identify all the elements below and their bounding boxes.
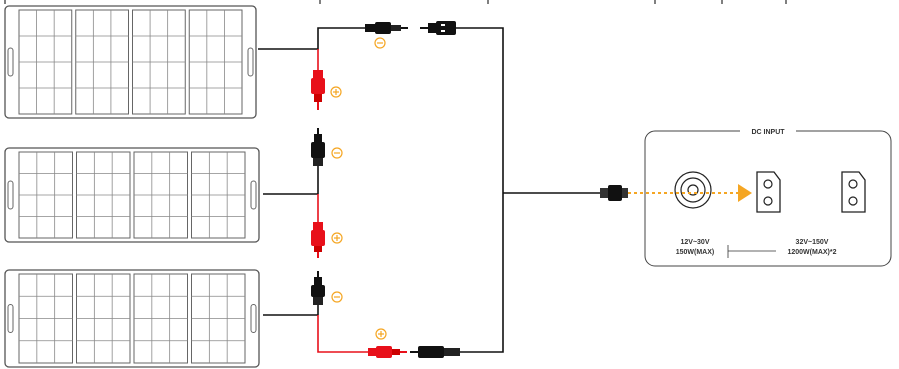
port1-spec-power: 150W(MAX) (676, 249, 715, 256)
panel-3-wiring (263, 305, 368, 353)
xt60-port-1 (756, 171, 781, 213)
port2-spec-power: 1200W(MAX)*2 (787, 249, 836, 256)
round-dc-port (674, 171, 712, 209)
panel-handle (250, 304, 257, 333)
panel-handle (7, 47, 14, 77)
panel-handle (7, 304, 14, 333)
positive-symbol-panel-2 (331, 232, 343, 244)
extension-cables (456, 27, 600, 353)
panel-handle (7, 180, 14, 210)
solar-panel-1 (4, 5, 257, 119)
extension-cable-bottom-connector (410, 346, 460, 358)
negative-symbol-panel-1 (374, 37, 386, 49)
panel-1-wiring (258, 27, 365, 70)
extension-cable-top-connector (420, 21, 456, 35)
panel-2-positive-connector (311, 222, 325, 258)
negative-symbol-panel-2 (331, 147, 343, 159)
solar-panel-3 (4, 269, 260, 368)
positive-symbol-panel-1 (330, 86, 342, 98)
port1-spec-voltage: 12V~30V (681, 239, 710, 246)
panel-3-positive-connector (368, 346, 407, 358)
panel-2-negative-connector (311, 128, 325, 166)
panel-frame (4, 269, 260, 368)
panel-handle (247, 47, 254, 77)
panel-frame (4, 5, 257, 119)
panel-frame (4, 147, 260, 243)
panel-handle (250, 180, 257, 210)
panel-1-positive-connector (311, 70, 325, 110)
connection-arrow (628, 184, 752, 202)
port2-spec-voltage: 32V~150V (796, 239, 829, 246)
dc-input-title: DC INPUT (751, 129, 785, 136)
panel-2-wiring (263, 166, 319, 222)
dc-input-plug (600, 185, 628, 201)
negative-symbol-panel-3 (331, 291, 343, 303)
positive-symbol-panel-3 (375, 328, 387, 340)
solar-panel-2 (4, 147, 260, 243)
top-edge-marks (4, 0, 787, 4)
panel-1-negative-connector (365, 22, 408, 34)
panel-3-negative-connector (311, 271, 325, 305)
dc-input-panel: DC INPUT 12V~30V 150W(MAX) 32V~150V 1200… (628, 129, 892, 267)
xt60-port-2 (841, 171, 866, 213)
